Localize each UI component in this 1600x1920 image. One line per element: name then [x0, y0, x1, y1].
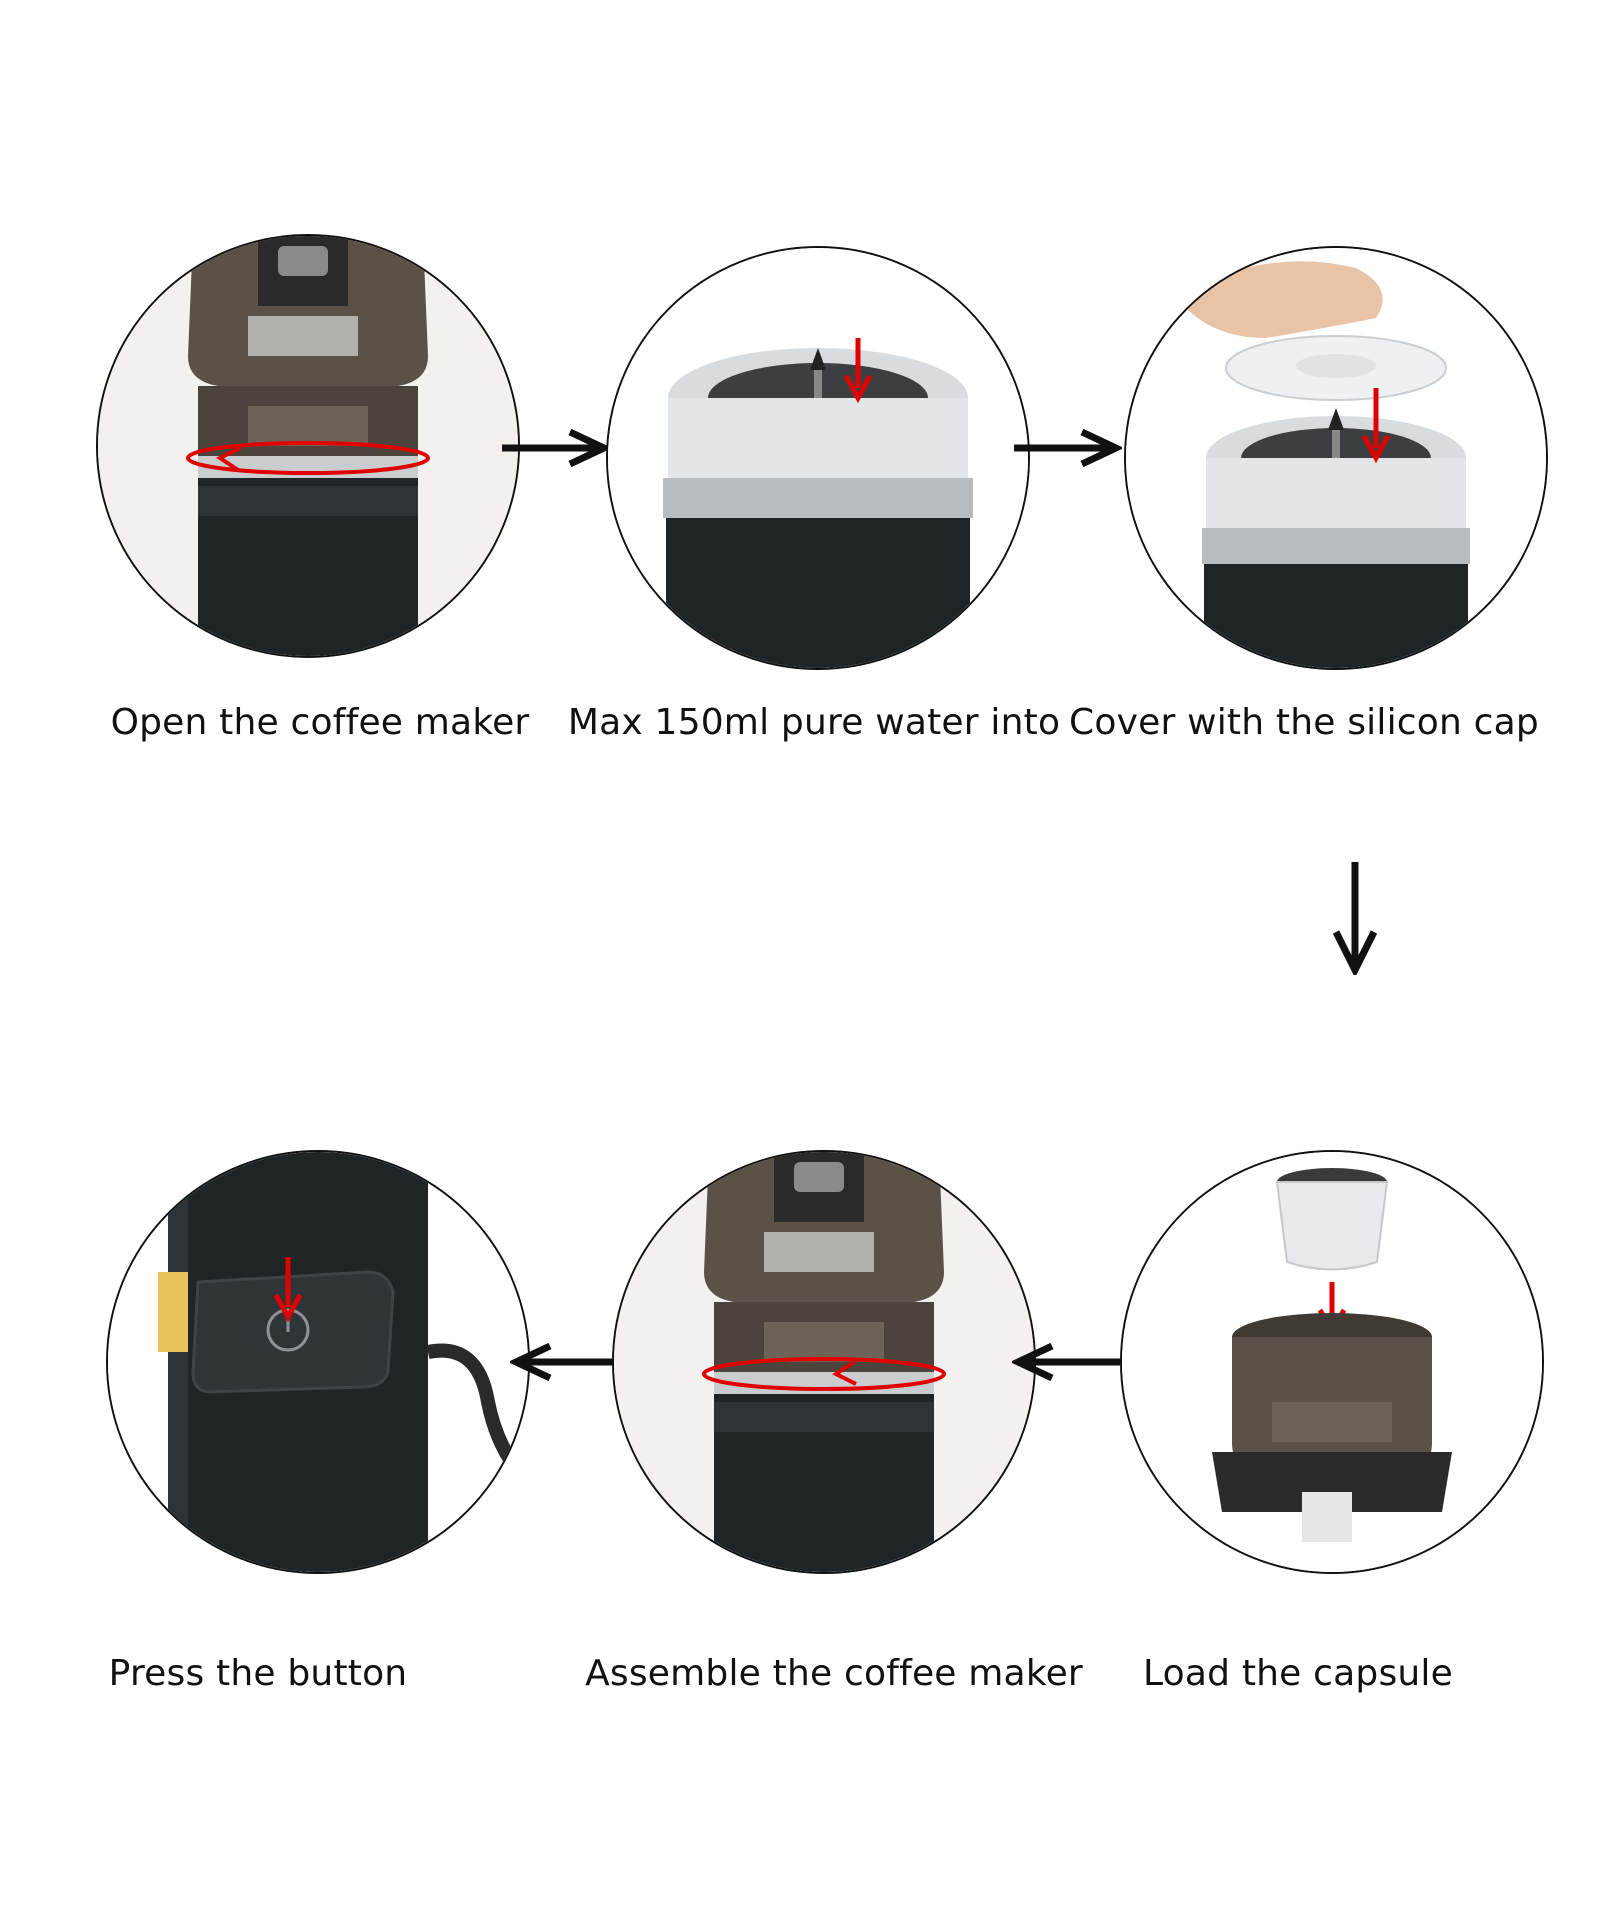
- step-cap-image: [1124, 246, 1548, 670]
- step-assemble-image: [612, 1150, 1036, 1574]
- arrow-left-icon: [1012, 1342, 1120, 1382]
- step-press-image: [106, 1150, 530, 1574]
- caption-press: Press the button: [108, 1653, 408, 1694]
- caption-open: Open the coffee maker: [110, 702, 530, 743]
- arrow-down-icon: [1332, 862, 1378, 975]
- caption-assemble: Assemble the coffee maker: [585, 1653, 1083, 1694]
- caption-cap: Cover with the silicon cap: [1069, 702, 1539, 743]
- caption-water: Max 150ml pure water into: [567, 702, 1061, 743]
- arrow-left-icon: [510, 1342, 618, 1382]
- arrow-right-icon: [1014, 428, 1122, 468]
- step-water-image: [606, 246, 1030, 670]
- step-capsule-image: [1120, 1150, 1544, 1574]
- arrow-right-icon: [502, 428, 610, 468]
- step-open-image: [96, 234, 520, 658]
- caption-capsule: Load the capsule: [1143, 1653, 1453, 1694]
